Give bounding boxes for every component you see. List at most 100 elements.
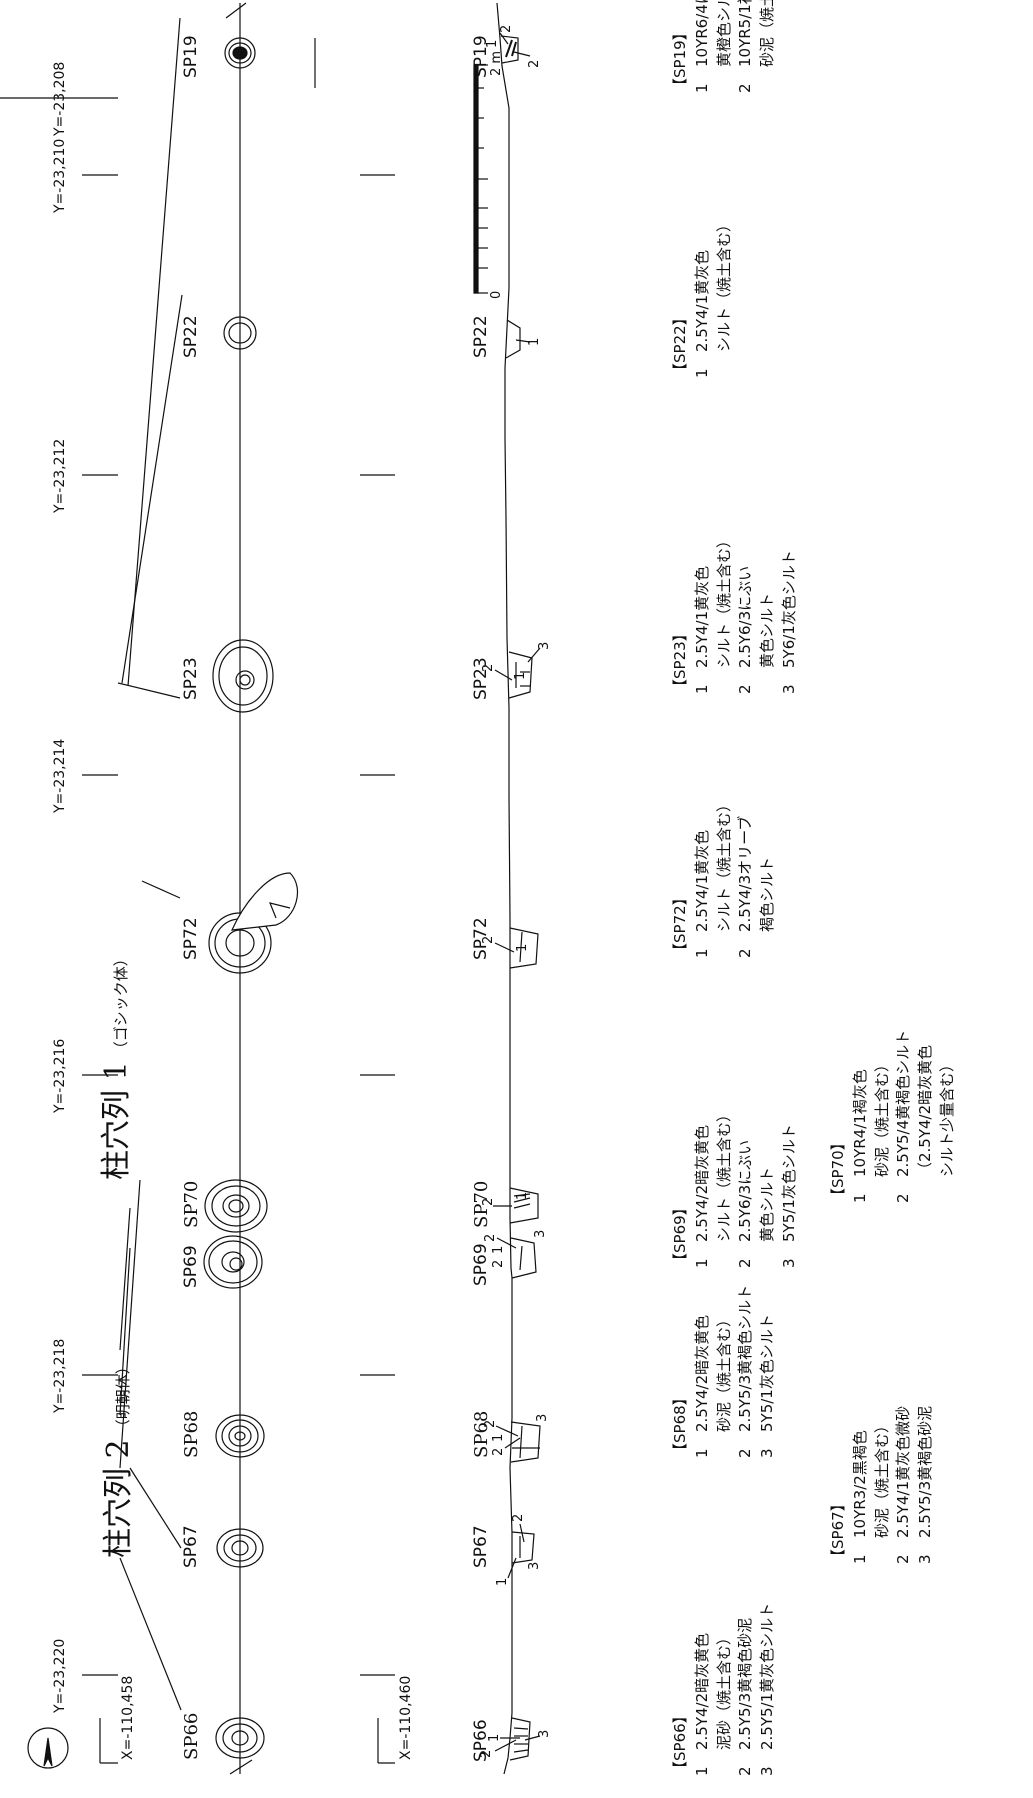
layer-num: 2 [499,24,514,33]
legend-soil-description: 2.5Y5/4黄褐色シルト （2.5Y4/2暗灰黄色 シルト少量含む） [894,1029,956,1177]
post-hole-sp67 [216,1528,264,1568]
legend-soil-description: 2.5Y5/3黄褐色砂泥 [916,1405,934,1538]
legend-layer-number: 3 [758,1448,776,1458]
layer-num: 2 [481,935,496,944]
legend-soil-description: 2.5Y4/3オリーブ 褐色シルト [736,815,776,932]
layer-num: 3 [537,641,552,650]
legend-row: 2 2.5Y4/1黄灰色微砂 [893,1406,915,1564]
north-arrow-icon [27,1727,69,1769]
section-label-sp67: SP67 [471,1525,491,1568]
scale-bar [473,64,488,294]
legend-layer-number: 2 [736,684,755,694]
legend-soil-description: 5Y6/1灰色シルト [779,550,798,668]
plan-label-sp22: SP22 [181,315,201,358]
coord-y-tick: Y=-23,220 [52,1638,68,1713]
layer-num: 1 [491,1433,506,1442]
section-label-sp69: SP69 [471,1243,491,1286]
legend-soil-description: 10YR5/1褐灰色 砂泥（焼土含む） [736,0,776,67]
legend-row: 3 5Y5/1灰色シルト [779,1107,801,1268]
post-hole-sp66 [215,1717,265,1759]
legend-layer-number: 2 [894,1554,913,1564]
layer-num: 2 [483,1419,498,1428]
coord-y-tick: Y=-23,212 [52,438,68,513]
legend-heading: 【SP66】 [671,1708,689,1776]
layer-num: 2 [483,1233,498,1242]
legend-row: 2 10YR5/1褐灰色 砂泥（焼土含む） [735,0,779,93]
legend-heading: 【SP70】 [829,1135,847,1203]
coord-x-top: X=-110,458 [120,1675,136,1760]
layer-num: 1 [515,1191,530,1200]
layer-num: 2 [491,1259,506,1268]
group-1-name: 柱穴列 1 [99,1061,134,1180]
plan-label-sp23: SP23 [181,657,201,700]
legend-layer-number: 2 [736,83,755,93]
legend-heading: 【SP68】 [671,1390,689,1458]
coord-y-tick: Y=-23,218 [52,1338,68,1413]
legend-layer-number: 1 [692,83,711,93]
layer-num: 2 [479,1749,494,1758]
layer-num: 2 [491,1447,506,1456]
post-hole-sp69 [203,1235,263,1289]
legend-soil-description: 2.5Y4/1黄灰色 シルト（焼土含む） [692,216,733,352]
plan-label-sp19: SP19 [181,35,201,78]
layer-num: 2 [481,1197,496,1206]
coord-y-tick: Y=-23,208 [52,61,68,136]
leaders-group-2 [119,1179,182,1711]
post-hole-sp22 [223,316,257,350]
layer-num: 1 [513,671,528,680]
post-hole-sp70 [204,1179,268,1233]
legend-soil-description: 2.5Y4/2暗灰黄色 砂泥（焼土含む） [692,1311,733,1432]
legend-layer-number: 1 [850,1193,869,1203]
legend-row: 1 2.5Y4/1黄灰色 シルト（焼土含む） [692,217,736,378]
legend-heading: 【SP23】 [671,626,689,694]
grid-ticks-upper [0,97,118,1764]
legend-row: 2 2.5Y6/3にぶい 黄色シルト [735,533,779,694]
legend-layer-number: 2 [736,1448,755,1458]
group-2-note: （明朝体） [114,1359,132,1435]
group-2-name: 柱穴列 2 [101,1439,136,1558]
legend-soil-description: 2.5Y4/1黄灰色微砂 [894,1405,913,1538]
legend-soil-description: 2.5Y5/1黄灰色シルト [758,1602,776,1750]
layer-num: 1 [495,1577,510,1586]
legend-layer-number: 1 [692,1258,711,1268]
legend-soil-description: 2.5Y6/3にぶい 黄色シルト [736,565,776,668]
legend-soil-description: 5Y5/1灰色シルト [758,1314,776,1432]
coord-y-tick: Y=-23,214 [52,738,68,813]
legend-layer-number: 1 [692,684,711,694]
legend-soil-description: 10YR6/4にぶい 黄橙色シルト [692,0,733,67]
legend-layer-number: 1 [692,948,711,958]
plan-label-sp68: SP68 [181,1410,202,1458]
legend-soil-description: 2.5Y4/1黄灰色 シルト（焼土含む） [692,796,733,932]
legend-soil-description: 2.5Y5/3黄褐色砂泥 [736,1617,755,1750]
legend-soil-description: 5Y5/1灰色シルト [779,1124,798,1242]
plan-post-holes [203,37,299,1759]
layer-num: 1 [485,39,500,48]
legend-soil-description: 2.5Y4/2暗灰黄色 泥砂（焼土含む） [692,1629,733,1750]
coord-y-tick: Y=-23,210 [52,138,68,213]
legend-row: 1 10YR6/4にぶい 黄橙色シルト [692,0,736,93]
post-hole-sp72 [208,872,299,974]
plan-label-sp69: SP69 [181,1245,201,1288]
legend-layer-number: 3 [779,1258,798,1268]
legend-layer-number: 1 [692,368,711,378]
coord-x-bottom: X=-110,460 [398,1675,414,1760]
post-hole-sp19 [224,37,256,69]
